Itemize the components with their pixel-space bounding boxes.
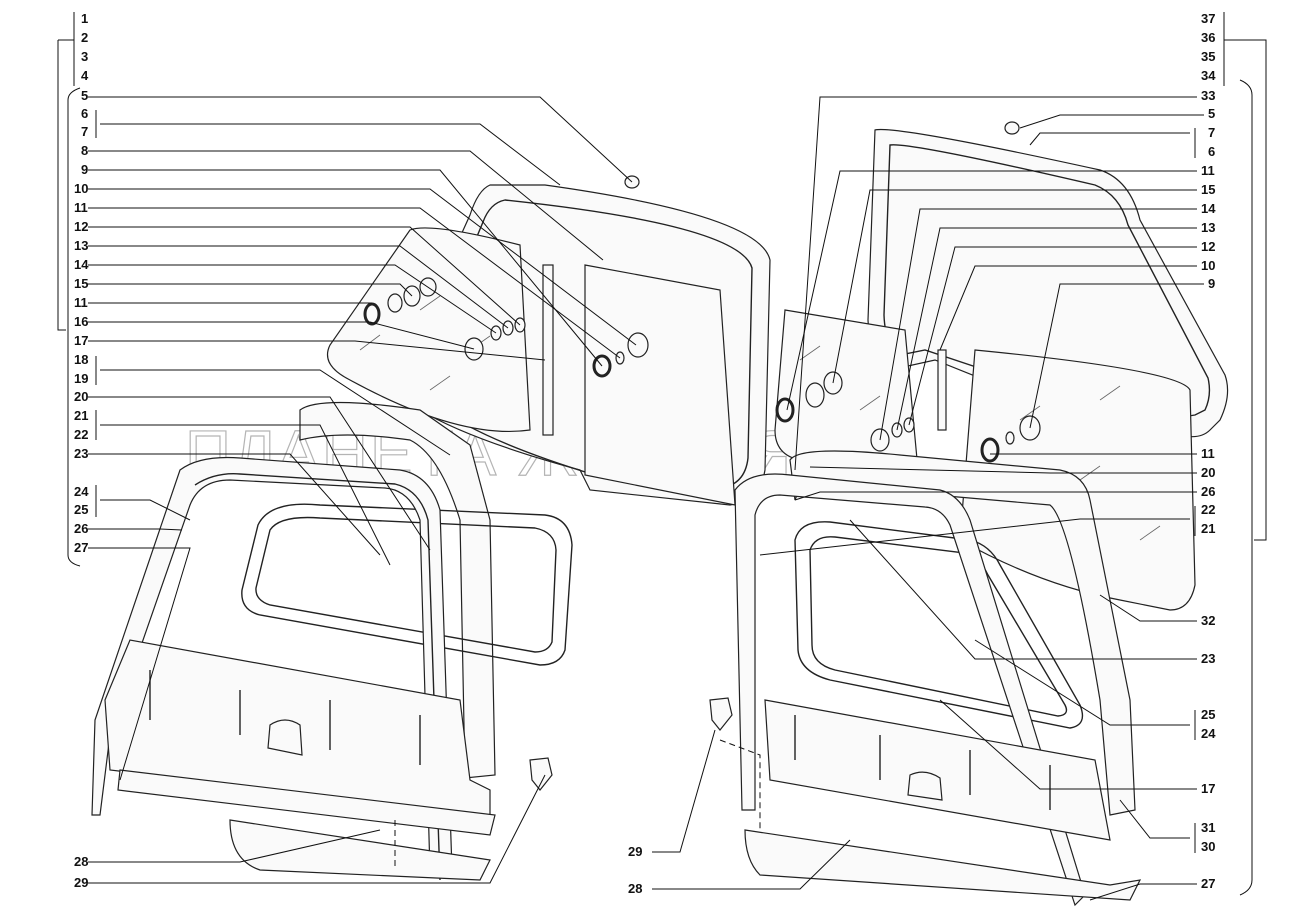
callout-label: 4 bbox=[81, 68, 89, 83]
right-door-assembly bbox=[709, 121, 1229, 907]
callout-label: 14 bbox=[1201, 201, 1216, 216]
callout-label: 25 bbox=[74, 502, 88, 517]
callout-label: 19 bbox=[74, 371, 88, 386]
callout-label: 20 bbox=[74, 389, 88, 404]
callout-label: 17 bbox=[1201, 781, 1215, 796]
callout-label: 13 bbox=[74, 238, 88, 253]
callout-label: 11 bbox=[1201, 163, 1215, 178]
callout-label: 10 bbox=[74, 181, 88, 196]
callout-label: 12 bbox=[74, 219, 88, 234]
callout-label: 5 bbox=[1208, 106, 1215, 121]
callout-label: 11 bbox=[1201, 446, 1215, 461]
callout-label: 26 bbox=[1201, 484, 1215, 499]
callout-label: 6 bbox=[1208, 144, 1215, 159]
callout-label: 2 bbox=[81, 30, 88, 45]
left-door-assembly bbox=[91, 175, 771, 881]
callout-label: 10 bbox=[1201, 258, 1215, 273]
callout-label: 12 bbox=[1201, 239, 1215, 254]
callout-label: 5 bbox=[81, 88, 88, 103]
callout-label: 23 bbox=[1201, 651, 1215, 666]
callout-label: 29 bbox=[74, 875, 88, 890]
callout-label: 27 bbox=[74, 540, 88, 555]
callout-label: 24 bbox=[74, 484, 89, 499]
callout-label: 32 bbox=[1201, 613, 1215, 628]
callout-label: 36 bbox=[1201, 30, 1215, 45]
callout-label: 7 bbox=[1208, 125, 1215, 140]
left-leader-lines bbox=[88, 96, 637, 884]
callout-label: 22 bbox=[1201, 502, 1215, 517]
callout-label: 27 bbox=[1201, 876, 1215, 891]
callout-label: 16 bbox=[74, 314, 88, 329]
callout-label: 24 bbox=[1201, 726, 1216, 741]
callout-label: 23 bbox=[74, 446, 88, 461]
callout-label: 9 bbox=[1208, 276, 1215, 291]
callout-label: 13 bbox=[1201, 220, 1215, 235]
callout-label: 25 bbox=[1201, 707, 1215, 722]
callout-label: 11 bbox=[74, 200, 88, 215]
right-leader-lines bbox=[652, 96, 1204, 901]
callout-label: 6 bbox=[81, 106, 88, 121]
callout-label: 30 bbox=[1201, 839, 1215, 854]
callout-label: 34 bbox=[1201, 68, 1216, 83]
callout-label: 14 bbox=[74, 257, 89, 272]
callout-label: 11 bbox=[74, 295, 88, 310]
callout-label: 31 bbox=[1201, 820, 1215, 835]
callout-label: 21 bbox=[1201, 521, 1215, 536]
callout-label: 22 bbox=[74, 427, 88, 442]
right-callout-labels: 37 36 35 34 33 5 7 6 11 15 14 13 12 10 9… bbox=[1201, 11, 1216, 891]
left-callout-labels: 1 2 3 4 5 6 7 8 9 10 11 12 13 14 15 11 1… bbox=[74, 11, 89, 890]
callout-label: 28 bbox=[628, 881, 642, 896]
callout-label: 8 bbox=[81, 143, 88, 158]
callout-label: 18 bbox=[74, 352, 88, 367]
callout-label: 37 bbox=[1201, 11, 1215, 26]
callout-label: 9 bbox=[81, 162, 88, 177]
callout-label: 35 bbox=[1201, 49, 1215, 64]
callout-label: 29 bbox=[628, 844, 642, 859]
bottom-callout-labels: 29 28 bbox=[628, 844, 642, 896]
callout-label: 21 bbox=[74, 408, 88, 423]
callout-label: 17 bbox=[74, 333, 88, 348]
callout-label: 15 bbox=[1201, 182, 1215, 197]
left-group-braces bbox=[57, 12, 97, 567]
callout-label: 7 bbox=[81, 124, 88, 139]
callout-label: 26 bbox=[74, 521, 88, 536]
callout-label: 1 bbox=[81, 11, 88, 26]
callout-label: 33 bbox=[1201, 88, 1215, 103]
callout-label: 3 bbox=[81, 49, 88, 64]
callout-label: 28 bbox=[74, 854, 88, 869]
right-group-braces bbox=[1194, 12, 1267, 896]
callout-label: 20 bbox=[1201, 465, 1215, 480]
callout-label: 15 bbox=[74, 276, 88, 291]
